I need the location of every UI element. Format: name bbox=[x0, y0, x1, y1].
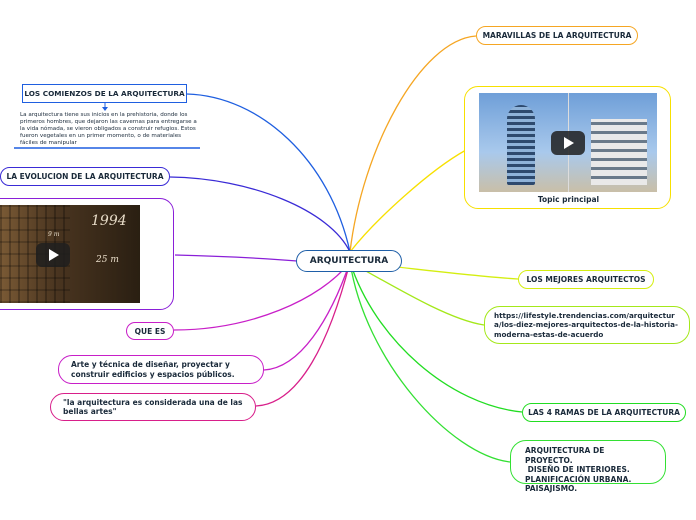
node-ramas-label: LAS 4 RAMAS DE LA ARQUITECTURA bbox=[528, 408, 680, 417]
node-video-left[interactable]: 1994 9 m 25 m bbox=[0, 198, 174, 310]
link-arte bbox=[263, 261, 351, 371]
rama-item: DISEÑO DE INTERIORES. bbox=[525, 465, 630, 474]
central-topic[interactable]: ARQUITECTURA bbox=[296, 250, 402, 272]
rama-item: PLANIFICACIÓN URBANA. bbox=[525, 474, 632, 484]
rama-item: ARQUITECTURA DE PROYECTO. bbox=[525, 446, 605, 465]
comienzos-arrow-head bbox=[102, 107, 108, 111]
building-left bbox=[507, 105, 535, 185]
link-comienzos bbox=[186, 93, 351, 253]
link-bellas bbox=[255, 261, 351, 407]
link-video-left bbox=[174, 254, 298, 262]
node-que-es-label: QUE ES bbox=[134, 326, 166, 336]
node-arte-label: Arte y técnica de diseñar, proyectar y c… bbox=[71, 360, 235, 379]
video-year: 1994 bbox=[91, 213, 127, 229]
node-url-link[interactable]: https://lifestyle.trendencias.com/arquit… bbox=[484, 306, 690, 344]
node-maravillas[interactable]: MARAVILLAS DE LA ARQUITECTURA bbox=[476, 26, 638, 45]
link-ramas-items bbox=[349, 261, 511, 463]
node-comienzos-label: LOS COMIENZOS DE LA ARQUITECTURA bbox=[24, 89, 185, 98]
node-mejores-arquitectos[interactable]: LOS MEJORES ARQUITECTOS bbox=[518, 270, 654, 289]
node-topic-principal[interactable]: Topic principal bbox=[464, 86, 671, 209]
node-ramas-items[interactable]: ARQUITECTURA DE PROYECTO. DISEÑO DE INTE… bbox=[510, 440, 666, 493]
url-link-text[interactable]: https://lifestyle.trendencias.com/arquit… bbox=[494, 310, 678, 339]
link-quees bbox=[173, 261, 351, 331]
rama-item: PAISAJISMO. bbox=[525, 484, 578, 493]
node-bellas-label: "la arquitectura es considerada una de l… bbox=[63, 397, 243, 417]
node-evolucion-label: LA EVOLUCION DE LA ARQUITECTURA bbox=[6, 172, 164, 181]
node-arte[interactable]: Arte y técnica de diseñar, proyectar y c… bbox=[58, 355, 264, 384]
link-topic-principal bbox=[349, 149, 467, 253]
topic-caption: Topic principal bbox=[537, 195, 600, 204]
central-topic-label: ARQUITECTURA bbox=[309, 256, 389, 266]
link-maravillas bbox=[349, 35, 477, 253]
play-icon[interactable] bbox=[36, 243, 70, 267]
node-que-es[interactable]: QUE ES bbox=[126, 322, 174, 340]
node-comienzos[interactable]: LOS COMIENZOS DE LA ARQUITECTURA bbox=[22, 84, 187, 103]
comienzos-description: La arquitectura tiene sus inicios en la … bbox=[20, 112, 197, 146]
building-right bbox=[591, 119, 647, 185]
video-measure-1: 9 m bbox=[48, 231, 60, 238]
topic-video-thumbnail[interactable] bbox=[479, 93, 657, 192]
evolucion-video-thumbnail[interactable]: 1994 9 m 25 m bbox=[0, 205, 140, 303]
node-ramas[interactable]: LAS 4 RAMAS DE LA ARQUITECTURA bbox=[522, 403, 686, 422]
play-icon[interactable] bbox=[551, 131, 585, 155]
node-mejores-label: LOS MEJORES ARQUITECTOS bbox=[526, 275, 646, 284]
link-ramas bbox=[349, 261, 523, 413]
node-bellas-artes[interactable]: "la arquitectura es considerada una de l… bbox=[50, 393, 256, 421]
node-evolucion[interactable]: LA EVOLUCION DE LA ARQUITECTURA bbox=[0, 167, 170, 186]
video-measure-2: 25 m bbox=[96, 255, 119, 265]
link-evolucion bbox=[169, 176, 351, 253]
node-maravillas-label: MARAVILLAS DE LA ARQUITECTURA bbox=[482, 31, 632, 40]
